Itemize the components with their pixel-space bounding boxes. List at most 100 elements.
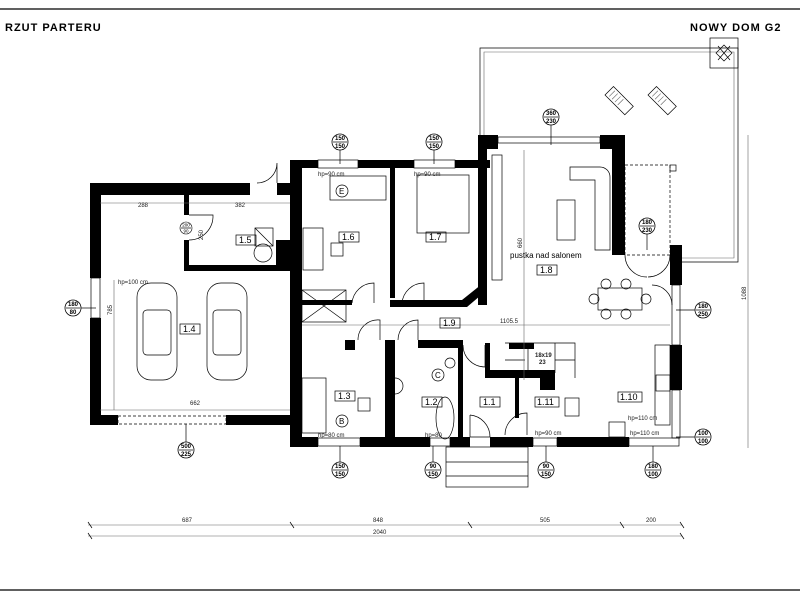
doors [188, 162, 673, 438]
svg-text:1.5: 1.5 [239, 235, 252, 245]
svg-text:200: 200 [182, 223, 190, 228]
svg-text:180: 180 [648, 464, 659, 470]
svg-text:687: 687 [182, 518, 193, 524]
svg-text:100: 100 [648, 472, 659, 478]
svg-text:1088: 1088 [742, 286, 748, 300]
svg-text:150: 150 [429, 144, 440, 150]
room-label-1-3: 1.3 [334, 390, 356, 402]
svg-text:hp=80 cm: hp=80 cm [318, 433, 345, 439]
stove-icon [655, 374, 671, 392]
room-label-1-4: 1.4 [179, 323, 201, 335]
svg-text:150: 150 [335, 472, 346, 478]
kitchen-counter-icon [654, 344, 671, 426]
svg-text:150: 150 [429, 136, 440, 142]
project-name: NOWY DOM G2 [690, 22, 781, 34]
car-icon [136, 282, 178, 381]
wardrobe-icon [491, 154, 503, 281]
svg-text:1.2: 1.2 [425, 397, 438, 407]
furniture [136, 154, 671, 440]
svg-text:hp=90 cm: hp=90 cm [318, 172, 345, 178]
room-label-1-6: 1.6 [338, 231, 360, 243]
desk-icon [302, 227, 324, 271]
svg-text:90: 90 [183, 229, 189, 234]
room-label-1-8: 1.8 [536, 264, 558, 276]
svg-text:500: 500 [181, 444, 192, 450]
svg-text:150: 150 [428, 472, 439, 478]
svg-text:150: 150 [335, 136, 346, 142]
kitchen-sink-icon [608, 421, 626, 438]
svg-text:150: 150 [541, 472, 552, 478]
dimension-labels: 288 382 250 785 662 1105.5 660 1088 687 … [108, 172, 748, 536]
bathtub-icon [435, 396, 455, 440]
sun-lounger-icon [604, 86, 634, 116]
stairs-label: 18x19 [535, 353, 552, 359]
walls [90, 135, 682, 447]
pergola-post-icon [709, 37, 739, 69]
room-label-1-5: 1.5 [235, 234, 257, 246]
sofa-icon [569, 166, 611, 251]
svg-text:1.1: 1.1 [483, 397, 496, 407]
sink-icon [394, 377, 404, 395]
room-labels: 1.1 1.2 1.3 1.4 1.5 1.6 1.7 1.8 1.9 1.10… [179, 184, 643, 428]
bed-icon [329, 175, 387, 201]
svg-text:150: 150 [335, 464, 346, 470]
marker-c: C [431, 368, 445, 382]
chair-icon [330, 242, 344, 257]
svg-text:230: 230 [546, 119, 557, 125]
svg-text:1.10: 1.10 [620, 392, 638, 402]
desk-icon [357, 397, 371, 412]
svg-text:785: 785 [108, 304, 114, 315]
coffee-table-icon [556, 199, 576, 241]
svg-text:90: 90 [543, 464, 550, 470]
room-label-1-9: 1.9 [439, 317, 461, 329]
svg-text:250: 250 [698, 312, 709, 318]
svg-text:100: 100 [698, 431, 709, 437]
svg-text:100: 100 [698, 439, 709, 445]
room-label-1-10: 1.10 [617, 391, 643, 403]
fridge-icon [564, 397, 580, 417]
svg-text:C: C [435, 371, 441, 380]
marker-b: B [335, 414, 349, 428]
svg-text:2040: 2040 [373, 530, 387, 536]
svg-text:180: 180 [68, 302, 79, 308]
svg-text:90: 90 [430, 464, 437, 470]
svg-text:1105.5: 1105.5 [500, 319, 519, 325]
room-label-1-11: 1.11 [534, 396, 560, 408]
svg-text:660: 660 [518, 237, 524, 248]
chair-icon [588, 278, 652, 320]
svg-text:505: 505 [540, 518, 551, 524]
room-label-1-2: 1.2 [421, 396, 443, 408]
boiler-icon [253, 227, 274, 263]
terrace [479, 37, 739, 263]
svg-text:hp=100 cm: hp=100 cm [118, 280, 148, 286]
svg-text:200: 200 [646, 518, 657, 524]
svg-text:1.6: 1.6 [342, 232, 355, 242]
bed-icon [301, 377, 327, 434]
svg-text:hp=90 cm: hp=90 cm [535, 431, 562, 437]
room-label-1-7: 1.7 [425, 231, 447, 243]
svg-text:hp=110 cm: hp=110 cm [630, 431, 659, 437]
svg-text:230: 230 [642, 228, 653, 234]
svg-text:848: 848 [373, 518, 384, 524]
void-label: pustka nad salonem [510, 251, 582, 260]
svg-text:hp=110 cm: hp=110 cm [628, 416, 657, 422]
svg-text:150: 150 [335, 144, 346, 150]
svg-text:1.9: 1.9 [443, 318, 456, 328]
window-openings [90, 136, 681, 447]
stairs-icon [505, 342, 576, 378]
wardrobe-icon [301, 289, 347, 323]
